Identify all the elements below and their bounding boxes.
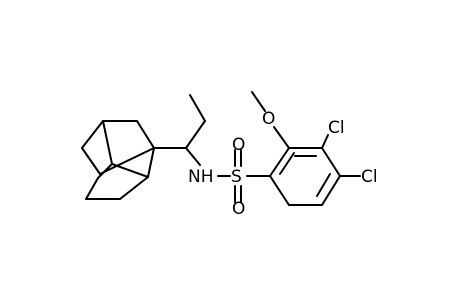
sulfur-label: S [231,167,242,187]
bond [279,152,295,175]
bond [81,120,104,149]
amine-nh-label: NH [188,167,214,187]
benzene-ring [269,147,341,206]
chlorine-4-label: Cl [361,167,378,187]
bond [185,147,201,166]
bond [81,147,101,175]
bond [316,173,331,197]
sulfonamide-group [217,149,271,203]
alkyl-chain [153,94,206,166]
bond [269,147,290,177]
sulfonyl-oxygen-bottom-label: O [232,199,245,219]
ring-substituents [251,91,361,177]
bond [102,120,113,165]
bond [185,120,206,149]
bond [147,147,155,178]
bond [119,176,149,200]
bond [97,163,113,179]
bond [321,175,341,206]
methoxy-oxygen-label: O [262,109,275,129]
adamantane-cage [81,120,155,200]
bond [321,134,329,149]
chlorine-3-label: Cl [328,118,345,138]
bond [136,120,155,149]
sulfonyl-oxygen-top-label: O [232,135,245,155]
bond [321,147,341,177]
bond [111,163,149,178]
bond [85,177,99,200]
bond [273,126,290,149]
bond [269,175,290,206]
bond [189,94,206,122]
bond [99,147,155,175]
bond [251,91,266,112]
